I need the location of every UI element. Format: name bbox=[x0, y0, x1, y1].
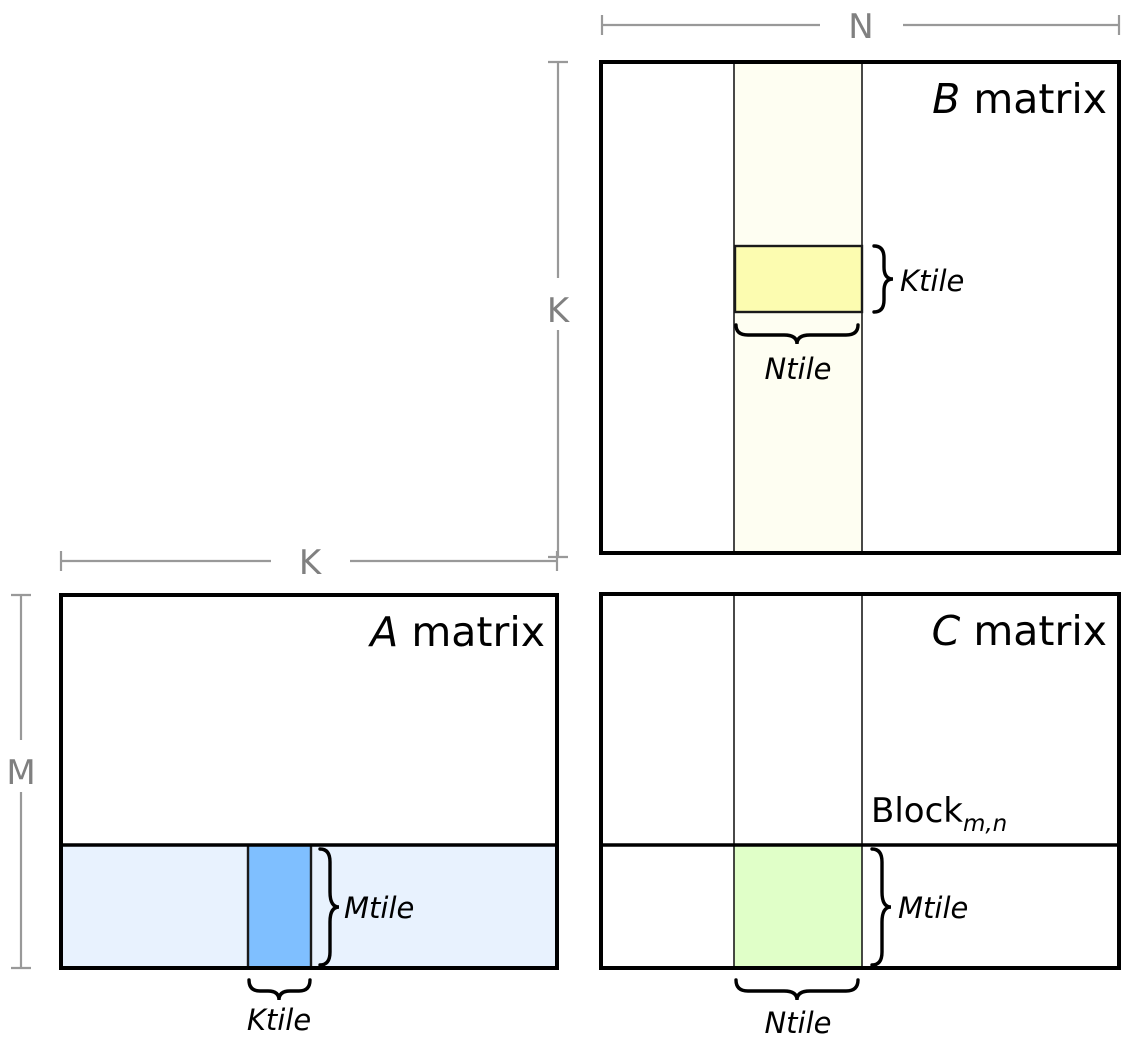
c-matrix-title-rest: matrix bbox=[960, 607, 1107, 655]
c-matrix-title-symbol: C bbox=[932, 607, 961, 655]
a-ktile-annotation: Ktile bbox=[247, 978, 312, 1037]
c-mtile-label: Mtile bbox=[898, 891, 968, 925]
dimension-m: M bbox=[6, 593, 36, 970]
c-matrix: C matrix Blockm,n bbox=[599, 592, 1121, 970]
a-mtile-brace bbox=[318, 847, 340, 967]
a-ktile-brace bbox=[247, 978, 312, 1001]
dimension-k-vertical-label: K bbox=[547, 291, 571, 331]
dimension-k-horizontal: K bbox=[59, 543, 559, 583]
c-ntile-brace bbox=[734, 978, 860, 1001]
a-matrix: A matrix bbox=[59, 593, 559, 970]
a-matrix-title-symbol: A bbox=[367, 608, 398, 656]
b-matrix: B matrix bbox=[599, 60, 1121, 555]
b-matrix-title-symbol: B bbox=[932, 75, 960, 123]
dimension-k-vertical: K bbox=[547, 60, 571, 559]
dimension-m-label: M bbox=[6, 753, 35, 793]
c-ntile-label: Ntile bbox=[764, 1006, 831, 1040]
c-matrix-block-label-text: Block bbox=[871, 791, 963, 831]
c-ntile-annotation: Ntile bbox=[734, 978, 860, 1040]
b-ktile-annotation: Ktile bbox=[872, 244, 964, 314]
a-ktile-label: Ktile bbox=[247, 1003, 311, 1037]
dimension-n: N bbox=[600, 7, 1121, 47]
b-matrix-ktile-block bbox=[733, 244, 864, 314]
a-mtile-label: Mtile bbox=[344, 891, 414, 925]
a-matrix-ktile-block bbox=[246, 843, 313, 970]
c-matrix-block-label-subscript: m,n bbox=[963, 811, 1007, 837]
a-mtile-annotation: Mtile bbox=[318, 847, 414, 967]
b-ntile-brace bbox=[734, 323, 860, 345]
a-matrix-title: A matrix bbox=[367, 608, 545, 656]
b-ntile-label: Ntile bbox=[764, 352, 831, 386]
c-matrix-block-tile bbox=[734, 845, 862, 968]
c-mtile-annotation: Mtile bbox=[870, 847, 968, 967]
c-matrix-block-label: Blockm,n bbox=[871, 791, 1007, 837]
c-matrix-outline bbox=[599, 592, 1121, 970]
a-matrix-title-rest: matrix bbox=[398, 608, 545, 656]
b-matrix-outline bbox=[599, 60, 1121, 555]
dimension-n-label: N bbox=[848, 7, 873, 47]
b-ktile-brace bbox=[872, 244, 894, 314]
b-matrix-title-rest: matrix bbox=[960, 75, 1107, 123]
b-ktile-label: Ktile bbox=[900, 264, 964, 298]
b-matrix-title: B matrix bbox=[932, 75, 1107, 123]
c-matrix-title: C matrix bbox=[932, 607, 1107, 655]
c-mtile-brace bbox=[870, 847, 892, 967]
a-matrix-outline bbox=[59, 593, 559, 970]
b-ntile-annotation: Ntile bbox=[734, 323, 860, 386]
dimension-k-horizontal-label: K bbox=[299, 543, 323, 583]
